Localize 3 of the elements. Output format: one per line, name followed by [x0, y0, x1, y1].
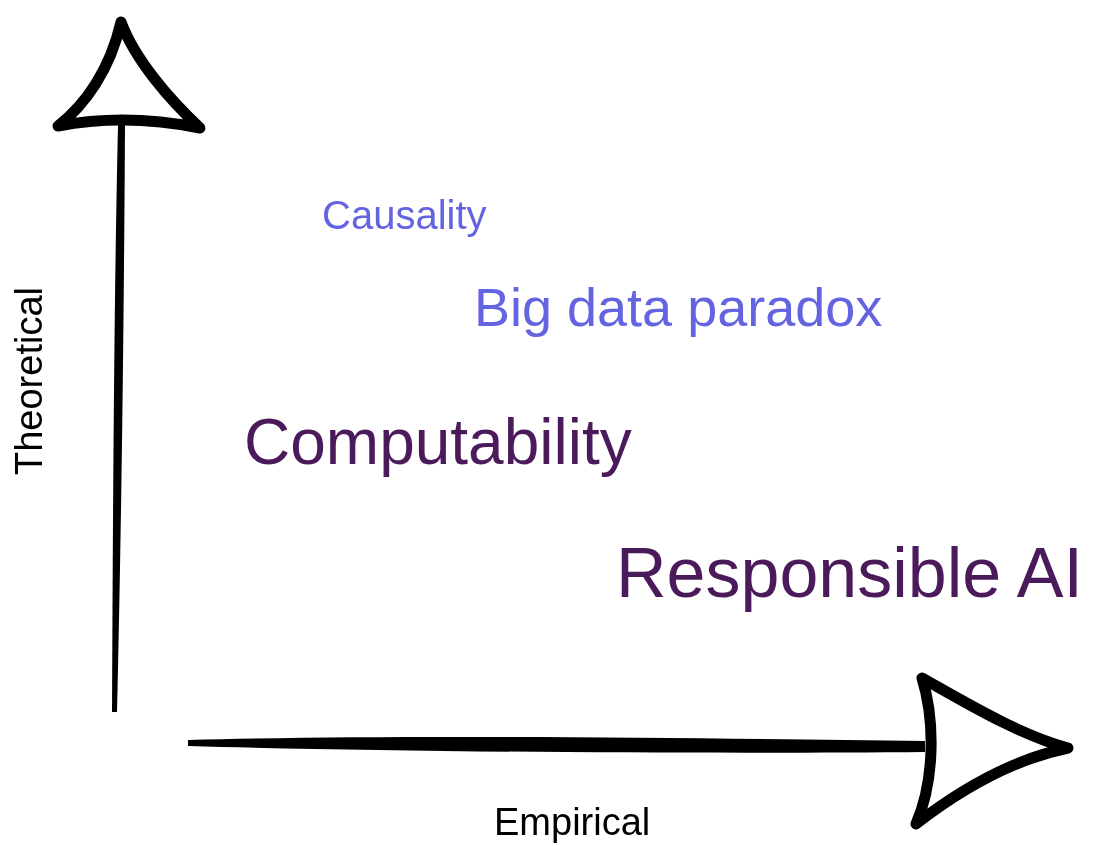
topic-label: Causality: [322, 195, 487, 235]
axis-label: Theoretical: [10, 287, 48, 475]
axis-label: Empirical: [494, 803, 651, 841]
